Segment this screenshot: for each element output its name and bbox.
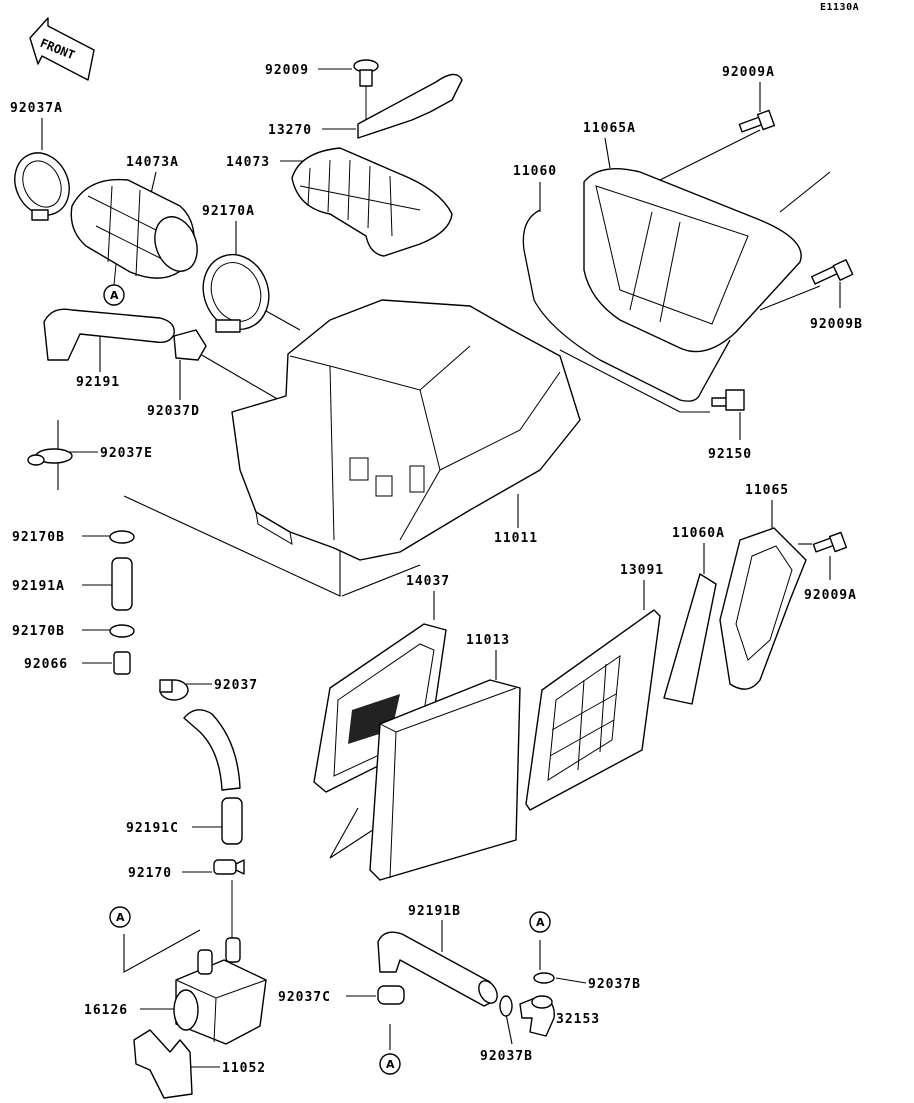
- case-11011-icon: [231, 299, 581, 561]
- gasket-11060-icon: [522, 209, 731, 402]
- screw-92009-icon: [353, 59, 379, 120]
- label-92150: 92150: [708, 447, 752, 462]
- svg-text:A: A: [536, 916, 545, 929]
- label-11013: 11013: [466, 633, 510, 648]
- label-92037a: 92037A: [10, 101, 63, 116]
- bracket-11052-icon: [133, 1029, 193, 1099]
- ref-marker-a-2: A: [109, 906, 131, 928]
- clamp-92170a-icon: [202, 253, 270, 333]
- svg-text:A: A: [110, 289, 119, 302]
- label-92009: 92009: [265, 63, 309, 78]
- part-labels: 92009 13270 92009A 11065A 92037A 14073A …: [10, 63, 863, 1076]
- diagram-code: E1130A: [820, 2, 859, 13]
- label-92191: 92191: [76, 375, 120, 390]
- screw-92009a-top-icon: [738, 109, 776, 133]
- label-11052: 11052: [222, 1061, 266, 1076]
- label-92191c: 92191C: [126, 821, 179, 836]
- clamp-92170-icon: [213, 859, 245, 875]
- label-92170: 92170: [128, 866, 172, 881]
- hose-92191c-icon: [183, 709, 243, 845]
- grid-13091-icon: [525, 609, 661, 811]
- label-13270: 13270: [268, 123, 312, 138]
- hose-92191-icon: [43, 308, 175, 361]
- label-11011: 11011: [494, 531, 538, 546]
- clip-92037b-1-icon: [533, 972, 555, 984]
- label-92191a: 92191A: [12, 579, 65, 594]
- label-11065a: 11065A: [583, 121, 636, 136]
- hose-92191b-icon: [377, 931, 498, 1007]
- gasket-11060a-icon: [663, 573, 717, 705]
- label-92037: 92037: [214, 678, 258, 693]
- sponge-11013-icon: [369, 679, 521, 881]
- clamp-92037-icon: [159, 679, 189, 701]
- clip-92037c-icon: [377, 985, 405, 1005]
- screw-92009b-icon: [811, 259, 854, 285]
- duct-14073-icon: [291, 147, 453, 257]
- tube-92191a-icon: [111, 557, 133, 611]
- screw-92009a-right-icon: [812, 531, 848, 553]
- bracket-13270-icon: [357, 73, 463, 139]
- valve-16126-icon: [173, 880, 267, 1045]
- label-92170b-2: 92170B: [12, 624, 65, 639]
- label-92009b: 92009B: [810, 317, 863, 332]
- leader-lines: [41, 68, 841, 1068]
- label-92037c: 92037C: [278, 990, 331, 1005]
- ref-marker-a-4: A: [529, 911, 551, 933]
- label-92009a-right: 92009A: [804, 588, 857, 603]
- label-11065: 11065: [745, 483, 789, 498]
- label-92170b-1: 92170B: [12, 530, 65, 545]
- label-92170a: 92170A: [202, 204, 255, 219]
- clamp-92170b-2-icon: [109, 624, 135, 638]
- label-32153: 32153: [556, 1012, 600, 1027]
- label-14073: 14073: [226, 155, 270, 170]
- label-92009a-top: 92009A: [722, 65, 775, 80]
- clip-92037b-2-icon: [499, 995, 513, 1017]
- label-92037d: 92037D: [147, 404, 200, 419]
- clamp-92037a-icon: [14, 152, 70, 221]
- label-92066: 92066: [24, 657, 68, 672]
- front-arrow-icon: FRONT: [29, 17, 95, 81]
- label-11060: 11060: [513, 164, 557, 179]
- elbow-32153-icon: [519, 995, 555, 1037]
- svg-text:A: A: [386, 1058, 395, 1071]
- label-92191b: 92191B: [408, 904, 461, 919]
- svg-text:A: A: [116, 911, 125, 924]
- cover-11065-icon: [719, 527, 807, 690]
- clamp-92170b-1-icon: [109, 530, 135, 544]
- duct-14073a-icon: [70, 178, 198, 279]
- label-11060a: 11060A: [672, 526, 725, 541]
- clip-92037e-icon: [27, 448, 73, 466]
- label-16126: 16126: [84, 1003, 128, 1018]
- ref-marker-a-1: A: [103, 263, 125, 306]
- ref-marker-a-3: A: [379, 1053, 401, 1075]
- fitting-92066-icon: [113, 651, 131, 675]
- label-14073a: 14073A: [126, 155, 179, 170]
- label-92037b-2: 92037B: [480, 1049, 533, 1064]
- label-92037b-1: 92037B: [588, 977, 641, 992]
- cover-11065a-icon: [583, 168, 802, 353]
- label-14037: 14037: [406, 574, 450, 589]
- label-13091: 13091: [620, 563, 664, 578]
- label-92037e: 92037E: [100, 446, 153, 461]
- bolt-92150-icon: [711, 389, 745, 411]
- clip-92037d-icon: [173, 329, 207, 361]
